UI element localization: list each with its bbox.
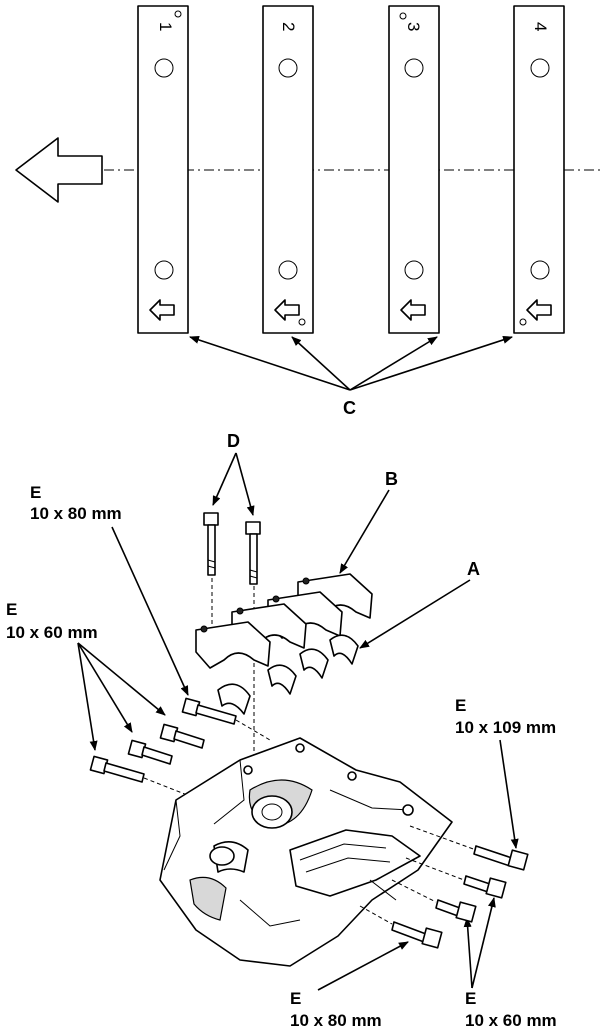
bolt-e-60-right-upper xyxy=(463,875,507,899)
callout-c-leaders xyxy=(189,335,513,391)
bolt-e-60-upper xyxy=(159,723,205,749)
bolt-d-right xyxy=(245,521,261,585)
main-bearing-caps-b xyxy=(195,573,373,669)
cap-number-3: 3 xyxy=(404,22,423,31)
callout-e-80-left-letter: E xyxy=(30,483,41,502)
callout-a-label: A xyxy=(467,559,480,579)
cap-number-1: 1 xyxy=(156,22,175,31)
front-direction-arrow xyxy=(15,137,103,203)
bolt-e-60-right-lower xyxy=(435,899,477,923)
callout-leaders-lower xyxy=(77,452,519,991)
bolt-d-left xyxy=(203,512,219,576)
bolt-e-109-right xyxy=(473,845,529,871)
callout-e-80-bottom-letter: E xyxy=(290,989,301,1008)
bearing-cap-2: 2 xyxy=(262,5,314,334)
callout-e-80-left-size: 10 x 80 mm xyxy=(30,504,122,523)
bearing-shells-a xyxy=(217,634,359,715)
callout-e-60-bottom-letter: E xyxy=(465,989,476,1008)
callout-d-label: D xyxy=(227,431,240,451)
engine-block xyxy=(159,737,453,967)
bearing-cap-3: 3 xyxy=(388,5,440,334)
bolt-e-60-middle xyxy=(127,739,173,765)
bolt-e-80-bottom xyxy=(391,921,443,949)
callout-e-109-right-size: 10 x 109 mm xyxy=(455,718,556,737)
bearing-cap-4: 4 xyxy=(513,5,565,334)
callout-e-80-bottom-size: 10 x 80 mm xyxy=(290,1011,382,1030)
bolt-e-60-lower xyxy=(89,755,145,783)
callout-e-60-bottom-size: 10 x 60 mm xyxy=(465,1011,557,1030)
callout-b-label: B xyxy=(385,469,398,489)
callout-c-label: C xyxy=(343,398,356,418)
callout-e-109-right-letter: E xyxy=(455,696,466,715)
cap-number-4: 4 xyxy=(531,22,550,31)
callout-e-60-left-letter: E xyxy=(6,600,17,619)
callout-e-60-left-size: 10 x 60 mm xyxy=(6,623,98,642)
bearing-cap-1: 1 xyxy=(137,5,189,334)
cap-number-2: 2 xyxy=(279,22,298,31)
bolt-e-80-left xyxy=(181,697,237,725)
